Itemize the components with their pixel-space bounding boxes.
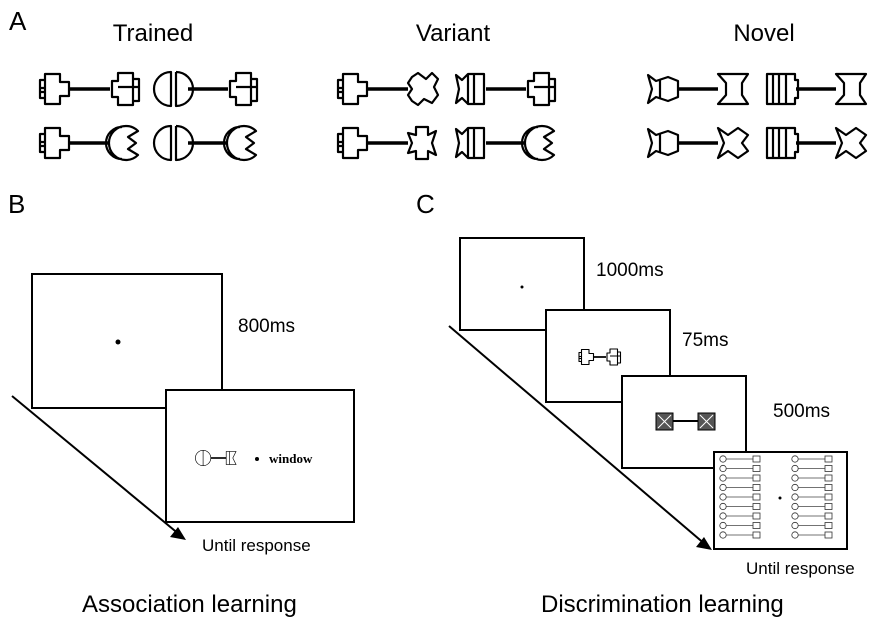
panel-b-letter: B bbox=[8, 189, 25, 219]
discrimination-trial-sequence bbox=[448, 237, 848, 550]
time-arrow-head bbox=[170, 527, 186, 540]
stimulus-column-hour bbox=[765, 72, 868, 106]
choice-item bbox=[791, 512, 833, 520]
choice-item bbox=[791, 502, 833, 511]
stimulus-bow-hour bbox=[646, 72, 750, 106]
center-dot bbox=[255, 457, 259, 461]
stimulus-plug-plus bbox=[336, 125, 438, 161]
choice-item bbox=[791, 531, 833, 539]
choice-item bbox=[791, 493, 833, 501]
duration-1000: 1000ms bbox=[596, 260, 664, 281]
choice-fixation-dot bbox=[778, 496, 782, 500]
caption-discrimination: Discrimination learning bbox=[541, 591, 784, 618]
stimulus-bowl-cross bbox=[152, 70, 259, 108]
choice-stimulus-arrays bbox=[719, 455, 833, 539]
time-arrow-line bbox=[11, 395, 181, 536]
choice-item bbox=[791, 474, 833, 482]
until-response-c: Until response bbox=[746, 559, 855, 578]
choice-item bbox=[719, 512, 761, 520]
choice-item bbox=[719, 493, 761, 501]
stimulus-bowl-pac bbox=[152, 124, 258, 162]
choice-item bbox=[719, 474, 761, 482]
choice-item bbox=[719, 455, 761, 463]
duration-500: 500ms bbox=[773, 401, 830, 422]
stimulus-plug-star bbox=[336, 71, 440, 107]
stimulus-icon-c bbox=[578, 348, 622, 366]
set-title-0: Trained bbox=[113, 20, 193, 47]
choice-item bbox=[719, 531, 761, 539]
time-arrow-head-c bbox=[696, 537, 712, 550]
choice-item bbox=[791, 464, 833, 473]
choice-item bbox=[719, 483, 761, 492]
choice-item bbox=[791, 521, 833, 530]
set-title-2: Novel bbox=[733, 20, 794, 47]
choice-item bbox=[719, 464, 761, 473]
mask-icon bbox=[655, 412, 716, 431]
until-response-b: Until response bbox=[202, 536, 311, 555]
time-arrow-line-c bbox=[448, 325, 707, 546]
choice-item bbox=[791, 483, 833, 492]
caption-association: Association learning bbox=[82, 591, 297, 618]
stimulus-plug-pac bbox=[38, 124, 140, 162]
fixation-duration: 800ms bbox=[238, 316, 295, 337]
response-screen bbox=[165, 389, 355, 523]
association-trial-sequence: window bbox=[11, 273, 355, 540]
fixation-dot bbox=[115, 339, 121, 345]
set-title-1: Variant bbox=[416, 20, 491, 47]
stimulus-column-bowtie bbox=[765, 126, 868, 160]
duration-75: 75ms bbox=[682, 330, 728, 351]
panel-c-letter: C bbox=[416, 189, 435, 219]
label-word: window bbox=[269, 451, 313, 466]
fixation-dot-c bbox=[520, 285, 524, 289]
stimulus-icon bbox=[195, 449, 237, 467]
choice-item bbox=[719, 521, 761, 530]
stimulus-sets: Trained Variant Novel bbox=[38, 20, 868, 162]
choice-screen bbox=[713, 451, 848, 550]
stimulus-claw-cross bbox=[454, 71, 557, 107]
stimulus-plug-cross bbox=[38, 71, 141, 107]
choice-item bbox=[719, 502, 761, 511]
stimulus-bow-bowtie bbox=[646, 126, 750, 160]
stimulus-claw-pac bbox=[454, 124, 556, 162]
choice-item bbox=[791, 455, 833, 463]
fixation-screen bbox=[31, 273, 223, 409]
panel-a-letter: A bbox=[9, 6, 27, 36]
